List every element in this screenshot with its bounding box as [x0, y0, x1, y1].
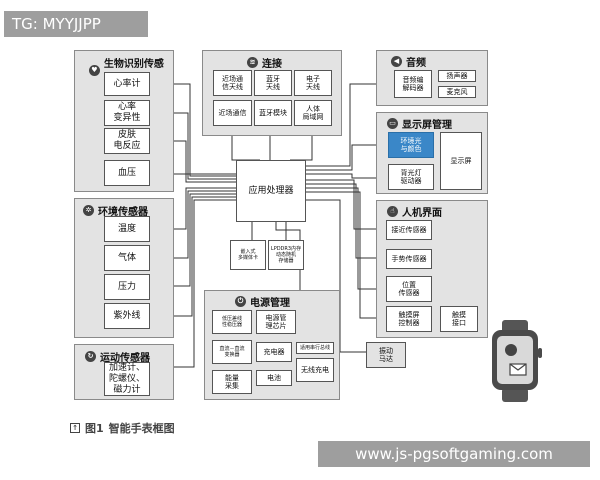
hmi-title-text: 人机界面: [402, 208, 442, 219]
wifi-icon: ≋: [247, 57, 258, 68]
ldo-box: 低压差线 性稳压器: [212, 310, 252, 334]
proximity-sensor-box: 接近传感器: [386, 220, 432, 240]
nfc-antenna-box: 近场通 信天线: [213, 70, 252, 96]
vibration-motor-box: 振动 马达: [366, 342, 406, 368]
motion-title: ↻ 运动传感器: [85, 349, 150, 364]
speaker-icon: ◀: [391, 56, 402, 67]
display-title-text: 显示屏管理: [402, 120, 452, 131]
touch-interface-box: 触摸 接口: [440, 306, 478, 332]
screen-box: 显示屏: [440, 132, 482, 190]
watermark-top: TG: MYYJJPP: [4, 11, 148, 37]
pmic-box: 电源管 理芯片: [256, 310, 296, 334]
heart-icon: ♥: [89, 64, 100, 76]
pressure-box: 压力: [104, 274, 150, 300]
bluetooth-module-box: 蓝牙模块: [254, 100, 292, 126]
smartwatch-illustration: [492, 320, 542, 402]
speaker-box: 扬声器: [438, 70, 476, 82]
display-icon: ▭: [387, 118, 398, 129]
application-processor: 应用处理器: [236, 160, 306, 222]
uv-box: 紫外线: [104, 303, 150, 329]
body-area-network-box: 人体 局域网: [294, 100, 332, 126]
power-title-text: 电源管理: [250, 298, 290, 309]
motion-sensors-box: 加速计、 陀螺仪、 磁力计: [104, 362, 150, 396]
hand-icon: ☝: [387, 206, 398, 217]
electronic-antenna-box: 电子 天线: [294, 70, 332, 96]
figure-label: 图1: [85, 422, 104, 435]
backlight-driver-box: 背光灯 驱动器: [388, 164, 434, 190]
figure-icon: ↑: [70, 423, 80, 433]
gesture-sensor-box: 手势传感器: [386, 249, 432, 269]
audio-codec-box: 音频编 解码器: [394, 70, 432, 98]
watermark-bottom: www.js-pgsoftgaming.com: [318, 441, 590, 467]
wireless-charging-box: 无线充电: [296, 358, 334, 382]
charger-box: 充电器: [256, 342, 292, 362]
energy-harvest-box: 能量 采集: [212, 370, 252, 394]
power-icon: ⏻: [235, 296, 246, 307]
hrv-box: 心率 变异性: [104, 100, 150, 126]
environment-title: ✲ 环境传感器: [83, 203, 148, 218]
nfc-box: 近场通信: [213, 100, 252, 126]
temperature-box: 温度: [104, 216, 150, 242]
connectivity-title: ≋ 连接: [247, 55, 282, 70]
figure-caption: ↑ 图1 智能手表框图: [70, 420, 175, 436]
position-sensor-box: 位置 传感器: [386, 276, 432, 302]
motion-icon: ↻: [85, 351, 96, 362]
motion-title-text: 运动传感器: [100, 353, 150, 364]
lpddr-box: LPDDR3内存 动态随机 存储器: [268, 240, 304, 270]
blood-pressure-box: 血压: [104, 160, 150, 186]
hmi-title: ☝ 人机界面: [387, 204, 442, 219]
figure-title: 智能手表框图: [108, 422, 175, 435]
ambient-light-box: 环境光 与颜色: [388, 132, 434, 158]
connectivity-title-text: 连接: [262, 59, 282, 70]
audio-title: ◀ 音频: [391, 54, 426, 69]
battery-box: 电池: [256, 370, 292, 386]
bluetooth-antenna-box: 蓝牙 天线: [254, 70, 292, 96]
gear-icon: ✲: [83, 205, 94, 216]
dcdc-box: 直流－直流 变换器: [212, 340, 252, 364]
display-title: ▭ 显示屏管理: [387, 116, 452, 131]
microphone-box: 麦克风: [438, 86, 476, 98]
power-title: ⏻ 电源管理: [235, 294, 290, 309]
gas-box: 气体: [104, 245, 150, 271]
heart-rate-box: 心率计: [104, 72, 150, 96]
environment-title-text: 环境传感器: [98, 207, 148, 218]
usb-box: 适用串行总线: [296, 342, 334, 354]
gsr-box: 皮肤 电反应: [104, 128, 150, 154]
touch-controller-box: 触摸屏 控制器: [386, 306, 432, 332]
audio-title-text: 音频: [406, 58, 426, 69]
emmc-box: 嵌入式 多媒体卡: [230, 240, 266, 270]
